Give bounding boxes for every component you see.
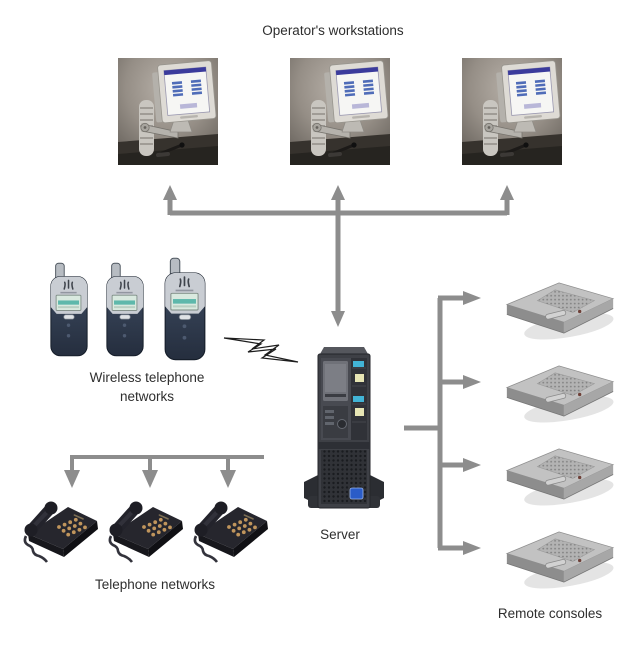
- telephone-bus-arrowheads: [64, 470, 236, 488]
- workstation-bus-arrows: [167, 199, 510, 313]
- wireless-networks-label: Wireless telephone networks: [89, 370, 205, 404]
- mobile-phone-icon-2: [104, 262, 146, 358]
- desk-phone-icon-1: [18, 492, 102, 564]
- server-label: Server: [320, 527, 360, 542]
- mobile-phone-icon-1: [48, 262, 90, 358]
- mobile-phone-icon-3: [162, 257, 208, 362]
- workstation-photo-2: [290, 58, 390, 165]
- workstations-label: Operator's workstations: [262, 23, 404, 38]
- remote-console-icon-1: [498, 270, 622, 349]
- telephone-bus-arrows: [70, 455, 264, 471]
- lightning-bolt-icon: [223, 337, 299, 363]
- remote-console-icon-3: [498, 436, 622, 515]
- workstation-photo-3: [462, 58, 562, 165]
- workstation-bus-arrowheads: [163, 185, 514, 327]
- remote-console-icon-2: [498, 353, 622, 432]
- workstation-photo-1: [118, 58, 218, 165]
- telephone-networks-label: Telephone networks: [94, 577, 216, 592]
- desk-phone-icon-3: [188, 492, 272, 564]
- remote-consoles-label: Remote consoles: [497, 606, 603, 621]
- console-trunk-arrows: [404, 295, 464, 551]
- server-tower-icon: [300, 346, 388, 516]
- desk-phone-icon-2: [103, 492, 187, 564]
- console-arrowheads: [463, 291, 481, 555]
- remote-console-icon-4: [498, 519, 622, 598]
